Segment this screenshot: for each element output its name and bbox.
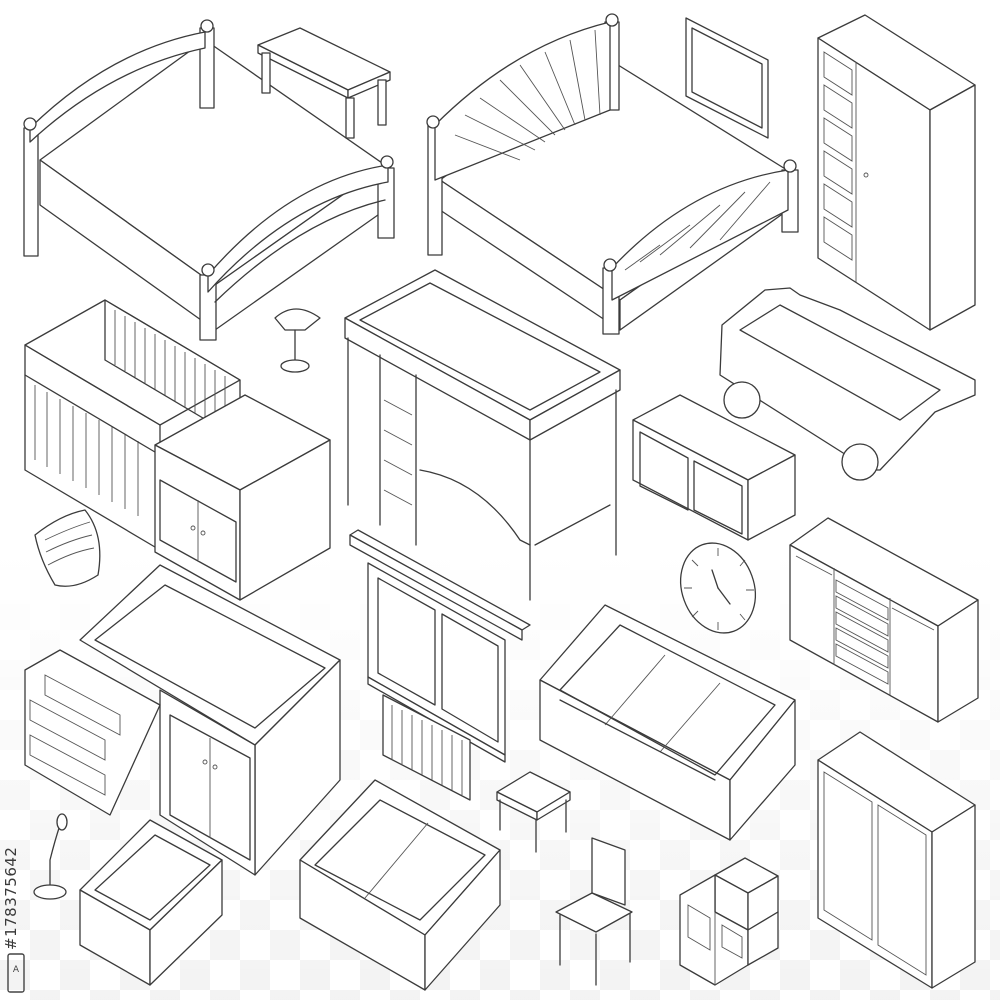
wall-clock-icon (680, 542, 756, 634)
stool-icon (496, 771, 571, 853)
tv-stand-icon (632, 394, 796, 541)
window-with-curtain-rod-icon (349, 529, 531, 763)
table-lamp-icon (274, 308, 321, 373)
svg-text:A: A (13, 965, 20, 975)
chest-of-drawers-icon (789, 517, 979, 723)
armchair-icon (79, 819, 223, 986)
picture-frame-icon (685, 17, 769, 139)
bench-icon (257, 27, 391, 139)
car-bed-icon (719, 287, 976, 481)
tall-wardrobe-icon (817, 14, 976, 331)
adobe-stock-icon: A (7, 953, 25, 993)
pillow-icon (34, 509, 101, 587)
changing-table-icon (154, 394, 331, 601)
watermark-stock-id: #178375642 (2, 846, 20, 950)
cube-shelf-icon (679, 857, 779, 986)
double-bed-sunburst-icon (426, 13, 799, 335)
floor-lamp-icon (33, 813, 68, 900)
three-seat-sofa-icon (539, 604, 796, 841)
two-seat-sofa-icon (299, 779, 501, 991)
chair-icon (555, 837, 633, 986)
double-door-wardrobe-icon (817, 731, 976, 989)
radiator-icon (382, 694, 471, 801)
loft-bed-icon (344, 269, 621, 601)
cabin-bed-with-steps-icon (24, 564, 341, 876)
double-bed-arched-icon (23, 19, 395, 341)
